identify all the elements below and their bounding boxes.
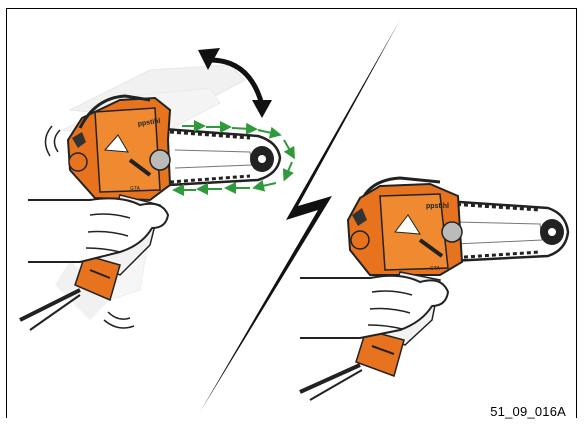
svg-text:GTA: GTA [430, 266, 441, 272]
figure-caption: 51_09_016A [490, 404, 566, 419]
gloved-hand-right [300, 276, 448, 338]
left-scene: ppstihl GTA [20, 48, 292, 330]
svg-text:GTA: GTA [130, 186, 141, 192]
chainsaw-body-right: ppstihl GTA [348, 184, 462, 275]
svg-text:ppstihl: ppstihl [426, 203, 449, 210]
right-scene: ppstihl GTA [300, 178, 568, 400]
gloved-hand-left [28, 198, 168, 262]
